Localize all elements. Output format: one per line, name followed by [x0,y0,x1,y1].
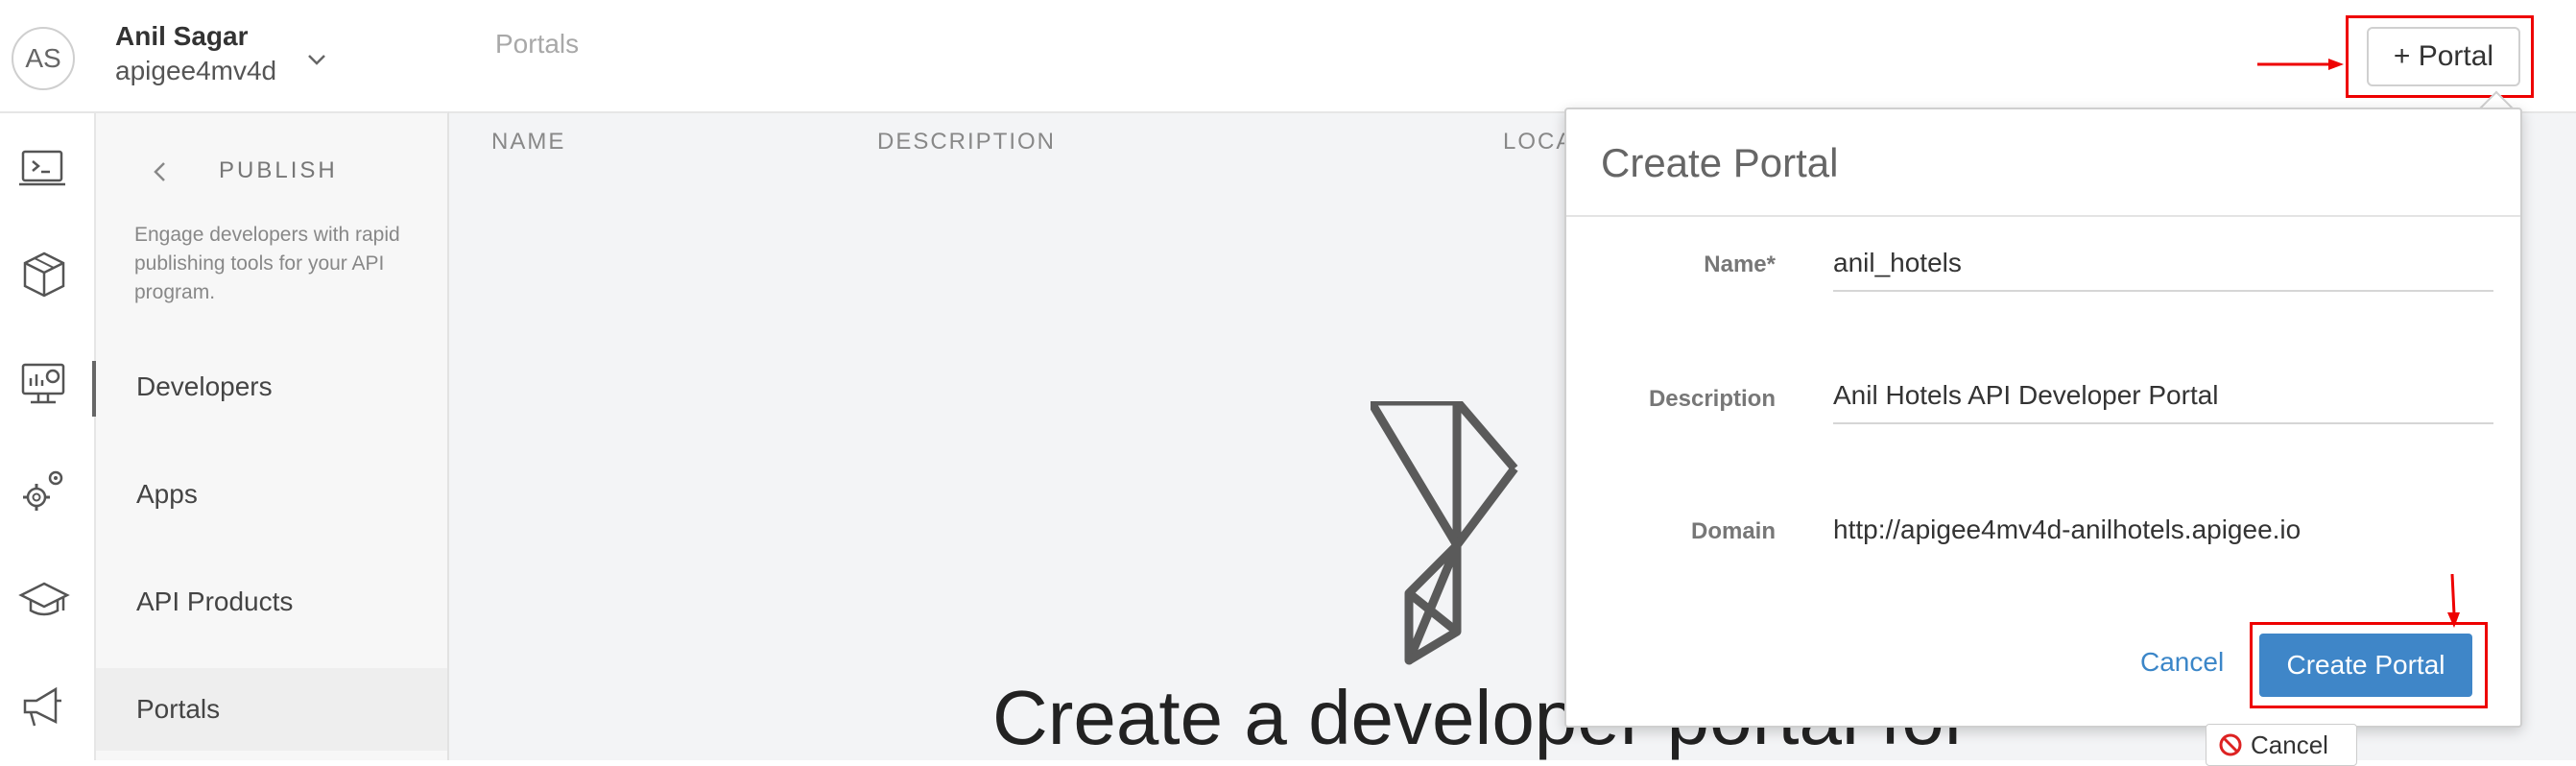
subnav-item-developers[interactable]: Developers [136,371,273,401]
rail-active-indicator [92,361,96,417]
section-description: Engage developers with rapid publishing … [134,224,400,303]
portal-bird-illustration [1371,401,1518,665]
popup-title: Create Portal [1601,140,1839,185]
section-title: PUBLISH [219,157,338,183]
cancel-button[interactable]: Cancel [2140,647,2225,677]
publish-subnav: PUBLISH Engage developers with rapid pub… [96,111,449,760]
analytics-monitor-icon[interactable] [17,357,71,411]
gears-icon[interactable] [17,465,71,518]
name-label: Name* [1704,251,1776,277]
icon-rail [0,111,96,760]
portal-name-input[interactable] [1833,236,2493,292]
column-header-description[interactable]: DESCRIPTION [877,129,1057,155]
subnav-item-apps[interactable]: Apps [136,479,198,509]
description-label: Description [1648,386,1776,412]
add-portal-button[interactable]: + Portal [2367,27,2520,86]
cancel-chip-label: Cancel [2251,730,2328,759]
avatar[interactable]: AS [12,27,75,90]
portal-description-input[interactable] [1833,369,2493,424]
domain-label: Domain [1690,518,1776,544]
annotation-arrow-right-icon [2257,59,2344,70]
org-name[interactable]: apigee4mv4d [115,56,277,85]
user-name: Anil Sagar [115,21,249,51]
column-header-name[interactable]: NAME [491,129,566,155]
popup-divider [1566,215,2520,217]
column-header-location[interactable]: LOCA [1503,129,1574,155]
breadcrumb: Portals [495,29,580,59]
create-portal-button[interactable]: Create Portal [2259,634,2472,697]
graduation-cap-icon[interactable] [17,572,71,626]
subnav-item-portals[interactable]: Portals [96,668,447,751]
top-header: AS Anil Sagar apigee4mv4d Portals + Port… [0,0,2576,111]
package-icon[interactable] [17,248,71,301]
cancel-chip[interactable]: Cancel [2206,724,2357,766]
subnav-item-api-products[interactable]: API Products [136,586,294,616]
chevron-left-icon[interactable] [150,159,171,184]
terminal-icon[interactable] [17,142,71,196]
megaphone-icon[interactable] [17,680,71,733]
no-entry-icon [2219,733,2242,756]
chevron-down-icon[interactable] [305,48,328,71]
avatar-initials: AS [25,43,61,73]
highlight-box-add-portal [2346,15,2534,98]
highlight-box-create-portal [2250,622,2488,708]
annotation-arrow-down-icon [2447,574,2460,628]
portal-domain-value: http://apigee4mv4d-anilhotels.apigee.io [1833,515,2302,544]
